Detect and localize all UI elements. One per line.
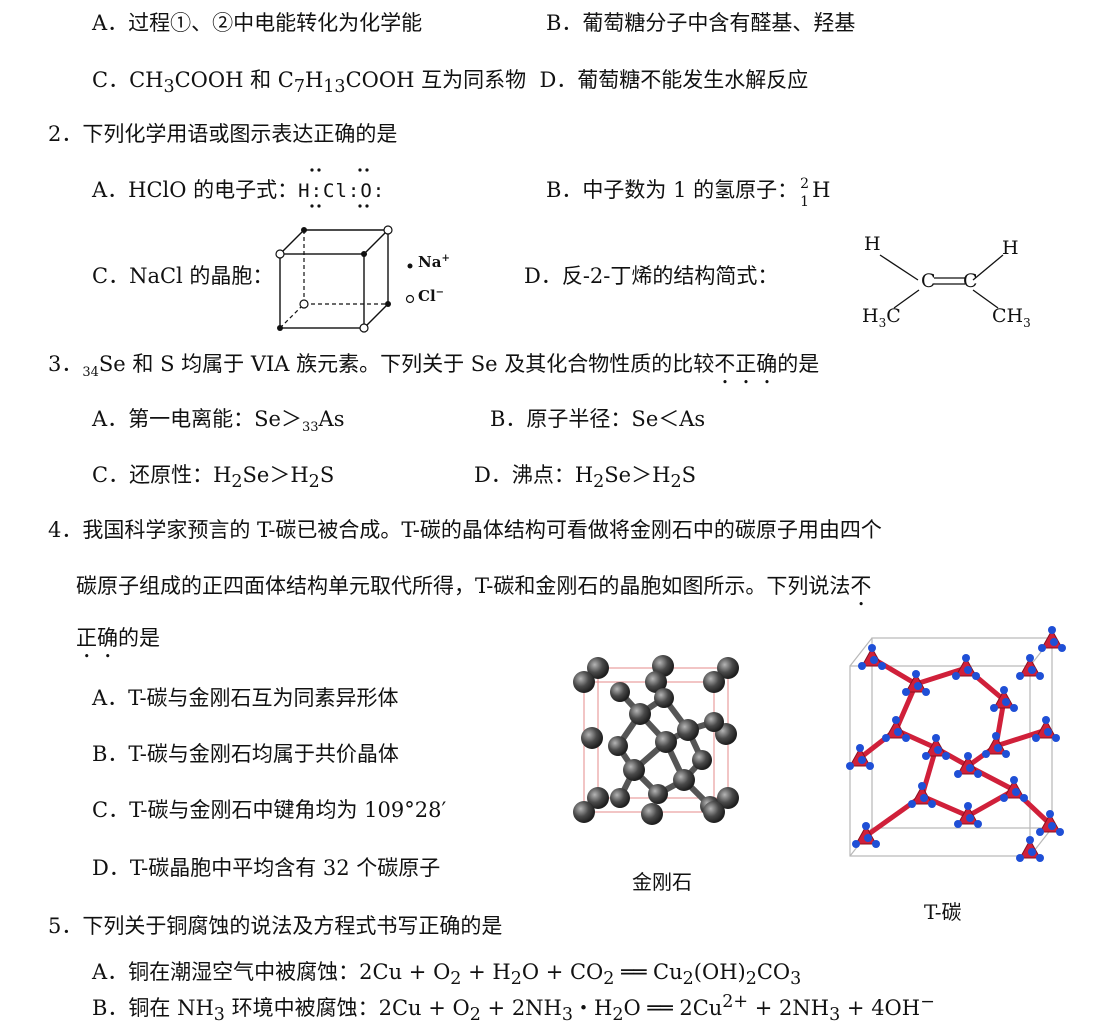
q2-option-c: C．NaCl 的晶胞：	[92, 264, 274, 288]
q2-stem: 2．下列化学用语或图示表达正确的是	[48, 122, 398, 146]
t-carbon-caption: T-碳	[924, 900, 962, 924]
cl-legend-label: Cl−	[418, 287, 445, 305]
q4-stem-line1: 4．我国科学家预言的 T-碳已被合成。T-碳的晶体结构可看做将金刚石中的碳原子用…	[48, 518, 882, 542]
nacl-unit-cell	[275, 225, 415, 333]
q4-option-c: C．T-碳与金刚石中键角均为 109°28′	[92, 798, 447, 822]
q1-option-c: C．CH3COOH 和 C7H13COOH 互为同系物 D．葡萄糖不能发生水解反…	[92, 68, 809, 98]
na-legend-label: Na+	[418, 253, 450, 271]
q1-option-a: A．过程①、②中电能转化为化学能	[92, 11, 423, 35]
t-carbon-unit-cell	[846, 626, 1066, 862]
q5-option-b: B．铜在 NH3 环境中被腐蚀：2Cu + O2 + 2NH3・H2O ══ 2…	[92, 992, 935, 1026]
q4-option-d: D．T-碳晶胞中平均含有 32 个碳原子	[92, 856, 441, 880]
q3-option-a: A．第一电离能：Se＞33As	[92, 407, 345, 436]
q3-option-c: C．还原性：H2Se＞H2S	[92, 463, 335, 493]
diamond-unit-cell	[573, 655, 739, 825]
electron-dots-icon	[310, 168, 369, 208]
trans-2-butene-structure: H H C C H3C CH3	[862, 233, 1031, 330]
q3-option-d: D．沸点：H2Se＞H2S	[474, 463, 696, 493]
q4-stem-line2: 碳原子组成的正四面体结构单元取代所得，T-碳和金刚石的晶胞如图所示。下列说法不	[76, 574, 872, 598]
na-legend-dot-icon	[407, 263, 413, 269]
q2-option-a: A．HClO 的电子式：H:Cl:O:	[92, 178, 386, 202]
q3-stem: 3．34Se 和 S 均属于 VIA 族元素。下列关于 Se 及其化合物性质的比…	[48, 352, 820, 381]
diamond-caption: 金刚石	[632, 870, 692, 894]
q1-option-b: B．葡萄糖分子中含有醛基、羟基	[546, 11, 856, 35]
q4-option-a: A．T-碳与金刚石互为同素异形体	[92, 686, 399, 710]
q5-option-a: A．铜在潮湿空气中被腐蚀：2Cu + O2 + H2O + CO2 ══ Cu2…	[92, 960, 802, 990]
q3-option-b: B．原子半径：Se＜As	[490, 407, 706, 431]
q1-option-d: D．葡萄糖不能发生水解反应	[539, 68, 809, 92]
cl-legend-circle-icon	[405, 294, 415, 304]
hclo-electron-formula: H:Cl:O:	[298, 180, 386, 202]
q4-stem-line3: 正确的是	[76, 626, 160, 650]
q4-option-b: B．T-碳与金刚石均属于共价晶体	[92, 742, 399, 766]
q2-option-d: D．反-2-丁烯的结构简式：	[524, 264, 779, 288]
q5-stem: 5．下列关于铜腐蚀的说法及方程式书写正确的是	[48, 914, 503, 938]
